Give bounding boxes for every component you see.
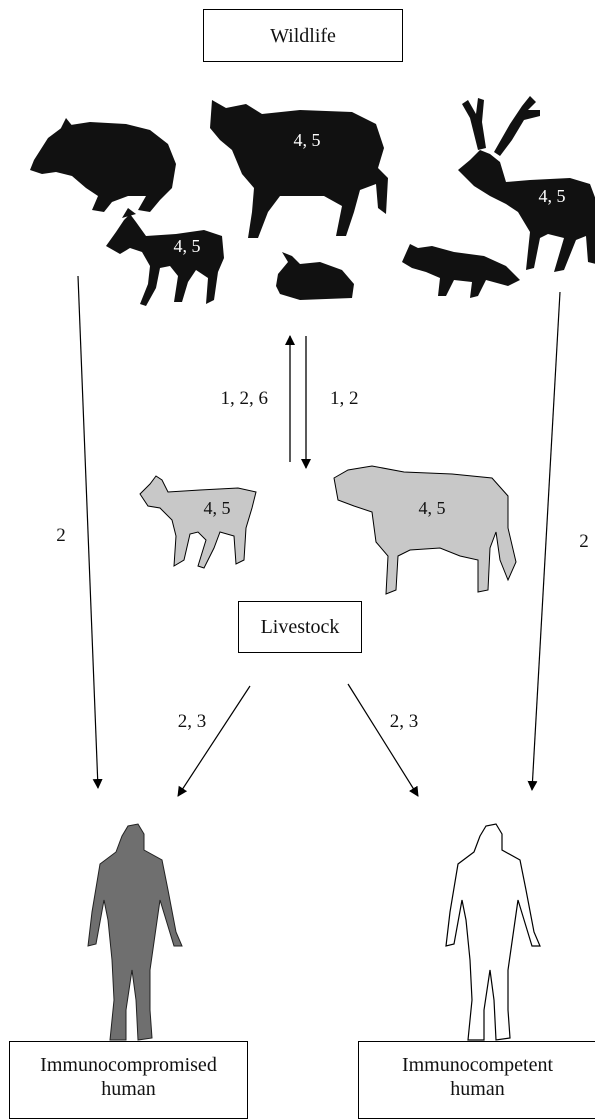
arrow-wildlife-to-immunocompromised [78,276,98,788]
immunocompetent-human-box: Immunocompetent human [358,1041,595,1119]
arrow-livestock-to-immunocompetent [348,684,418,796]
wild-bison-silhouette [210,100,388,238]
wild-goat-label: 4, 5 [174,236,201,256]
immunocompromised-box-line-2: human [101,1077,155,1101]
wildlife-box-label: Wildlife [270,24,336,48]
wildlife-box: Wildlife [203,9,403,62]
livestock-cow-silhouette [334,466,516,594]
wild-fox-silhouette [402,244,520,298]
wild-goat-silhouette [106,208,224,306]
label-wildlife-to-immunocompetent: 2 [579,531,589,552]
bison-label: 4, 5 [294,130,321,150]
label-livestock-to-wildlife: 1, 2, 6 [221,388,269,409]
immunocompetent-box-line-2: human [450,1077,504,1101]
immunocompetent-human-silhouette [446,824,540,1040]
livestock-goat-label: 4, 5 [204,498,231,518]
immunocompromised-box-line-1: Immunocompromised [40,1053,217,1077]
livestock-box-label: Livestock [261,615,340,639]
label-livestock-to-immunocompetent: 2, 3 [390,711,419,732]
wild-rabbit-silhouette [276,252,354,300]
label-wildlife-to-immunocompromised: 2 [56,525,66,546]
livestock-box: Livestock [238,601,362,653]
immunocompromised-human-box: Immunocompromised human [9,1041,248,1119]
livestock-goat-silhouette [140,476,256,568]
immunocompromised-human-silhouette [88,824,182,1040]
label-wildlife-to-livestock: 1, 2 [330,388,359,409]
wild-boar-silhouette [30,118,176,212]
deer-label: 4, 5 [539,186,566,206]
arrow-livestock-to-immunocompromised [178,686,250,796]
wild-deer-silhouette [458,96,595,272]
label-livestock-to-immunocompromised: 2, 3 [178,711,207,732]
livestock-cow-label: 4, 5 [419,498,446,518]
arrow-wildlife-to-immunocompetent [532,292,560,790]
immunocompetent-box-line-1: Immunocompetent [402,1053,553,1077]
